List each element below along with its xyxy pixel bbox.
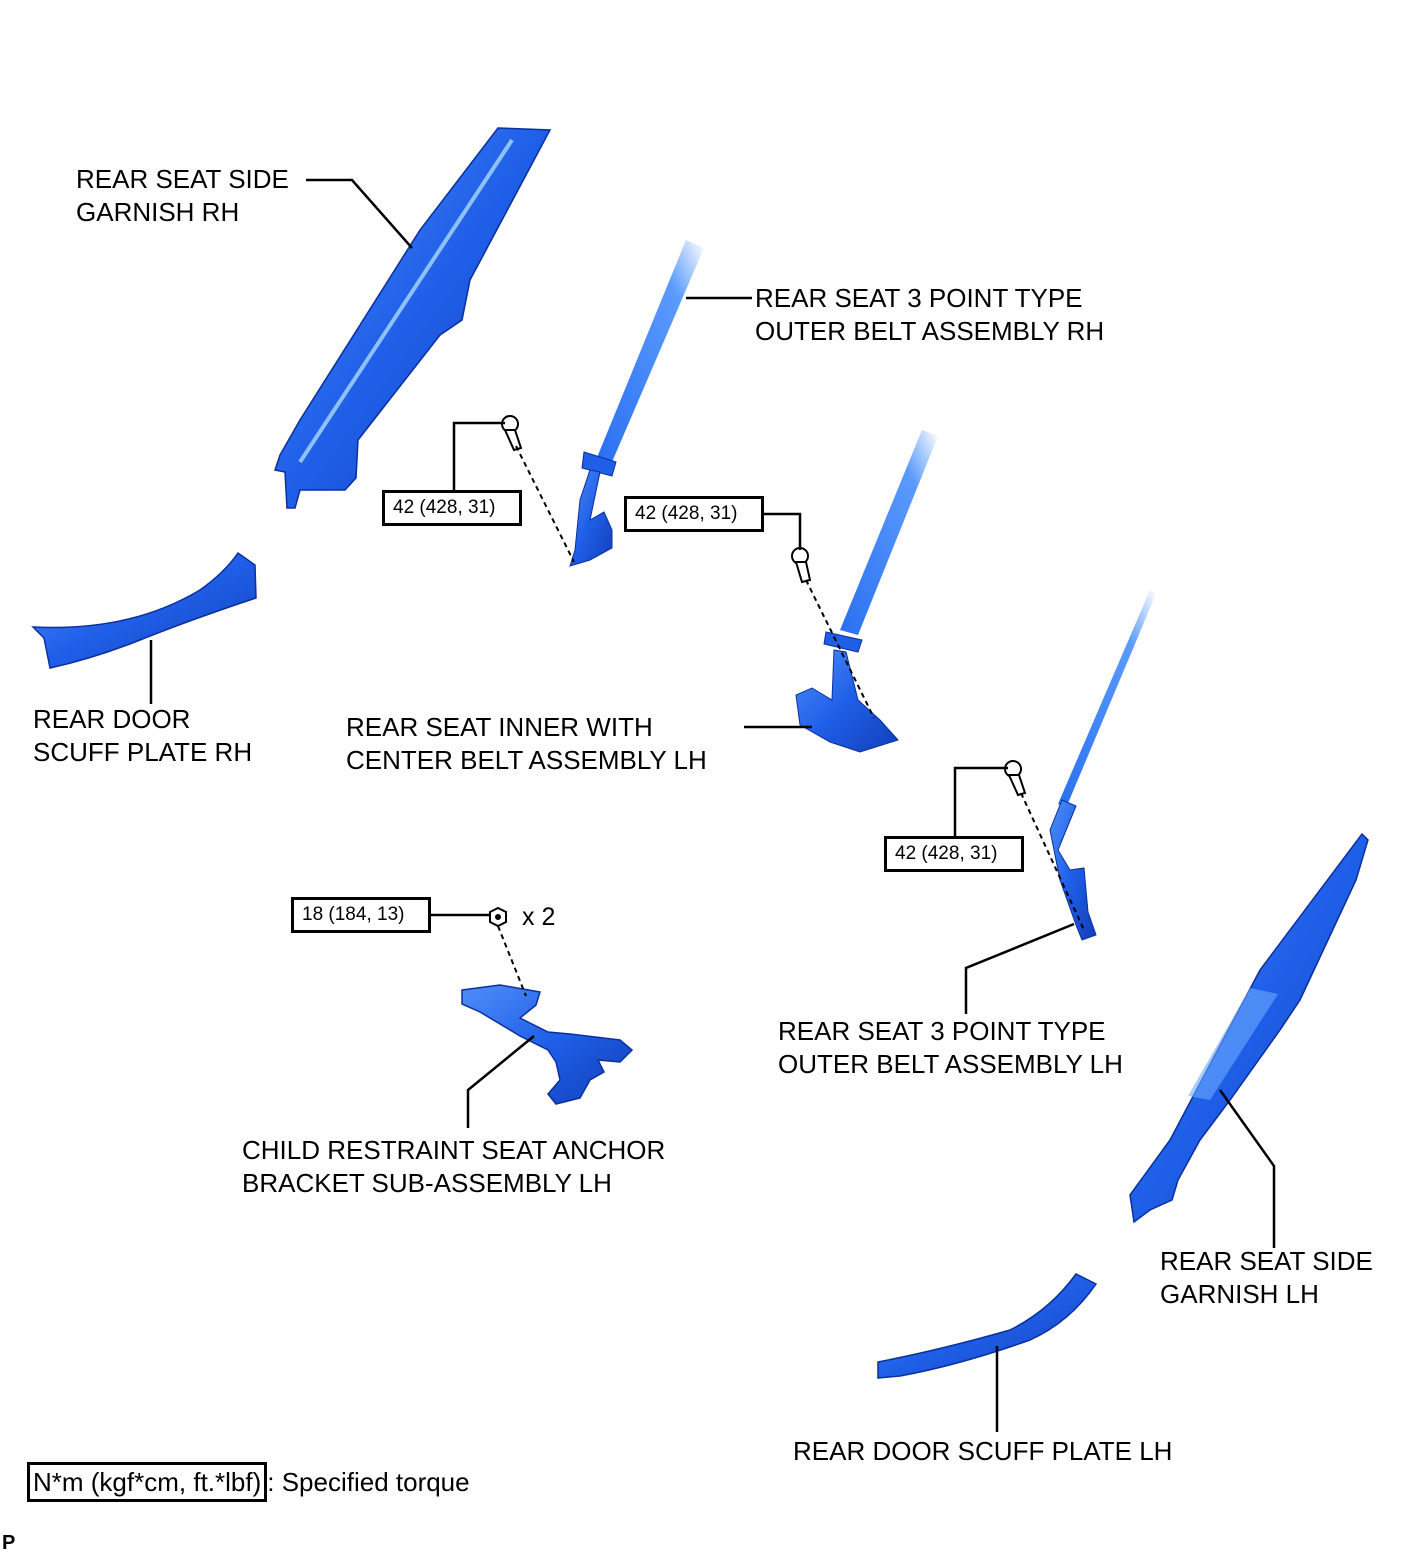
label-line: CHILD RESTRAINT SEAT ANCHOR [242, 1135, 666, 1165]
label-line: GARNISH RH [76, 197, 240, 227]
label-line: REAR SEAT 3 POINT TYPE [755, 283, 1083, 313]
legend-description: : Specified torque [267, 1467, 470, 1497]
corner-mark: P [2, 1532, 16, 1554]
label-line: REAR DOOR [33, 704, 191, 734]
label-line: SCUFF PLATE RH [33, 737, 253, 767]
label-rear-seat-side-garnish-lh: REAR SEAT SIDE GARNISH LH [1160, 1245, 1373, 1311]
rear-door-scuff-plate-rh [31, 551, 257, 669]
label-line: OUTER BELT ASSEMBLY RH [755, 316, 1105, 346]
child-restraint-anchor-bracket-lh [461, 984, 634, 1105]
label-line: CENTER BELT ASSEMBLY LH [346, 745, 707, 775]
label-line: BRACKET SUB-ASSEMBLY LH [242, 1168, 612, 1198]
rear-seat-outer-belt-rh [569, 240, 704, 567]
torque-box-outer-belt-rh: 42 (428, 31) [382, 490, 522, 526]
rear-seat-outer-belt-lh [1049, 590, 1156, 941]
leader-lines [149, 178, 1276, 1432]
label-line: REAR SEAT SIDE [76, 164, 289, 194]
bolt-icon [501, 415, 523, 452]
rear-seat-side-garnish-lh [1129, 832, 1369, 1224]
label-line: OUTER BELT ASSEMBLY LH [778, 1049, 1123, 1079]
label-line: REAR SEAT 3 POINT TYPE [778, 1016, 1106, 1046]
label-line: REAR SEAT INNER WITH [346, 712, 653, 742]
label-line: GARNISH LH [1160, 1279, 1319, 1309]
torque-legend: N*m (kgf*cm, ft.*lbf): Specified torque [27, 1462, 470, 1502]
nut-icon [489, 906, 507, 928]
anchor-nut-quantity: x 2 [522, 903, 556, 931]
torque-box-outer-belt-lh: 42 (428, 31) [884, 836, 1024, 872]
torque-box-inner-belt-lh: 42 (428, 31) [624, 496, 764, 532]
label-rear-door-scuff-plate-rh: REAR DOOR SCUFF PLATE RH [33, 703, 252, 769]
fastener-paths [497, 445, 1085, 997]
rear-seat-side-garnish-rh [274, 127, 552, 509]
rear-door-scuff-plate-lh [877, 1273, 1098, 1379]
label-rear-seat-outer-belt-rh: REAR SEAT 3 POINT TYPE OUTER BELT ASSEMB… [755, 282, 1104, 348]
label-rear-seat-inner-center-belt-lh: REAR SEAT INNER WITH CENTER BELT ASSEMBL… [346, 711, 707, 777]
label-rear-seat-side-garnish-rh: REAR SEAT SIDE GARNISH RH [76, 163, 289, 229]
label-child-restraint-anchor-bracket-lh: CHILD RESTRAINT SEAT ANCHOR BRACKET SUB-… [242, 1134, 665, 1200]
label-rear-seat-outer-belt-lh: REAR SEAT 3 POINT TYPE OUTER BELT ASSEMB… [778, 1015, 1123, 1081]
legend-unit-box: N*m (kgf*cm, ft.*lbf) [27, 1462, 268, 1502]
torque-box-anchor-nut: 18 (184, 13) [291, 897, 431, 933]
bolt-icon [1004, 760, 1027, 797]
bolt-icon [791, 547, 812, 584]
label-line: REAR DOOR SCUFF PLATE LH [793, 1436, 1173, 1466]
label-line: REAR SEAT SIDE [1160, 1246, 1373, 1276]
label-rear-door-scuff-plate-lh: REAR DOOR SCUFF PLATE LH [793, 1435, 1172, 1468]
